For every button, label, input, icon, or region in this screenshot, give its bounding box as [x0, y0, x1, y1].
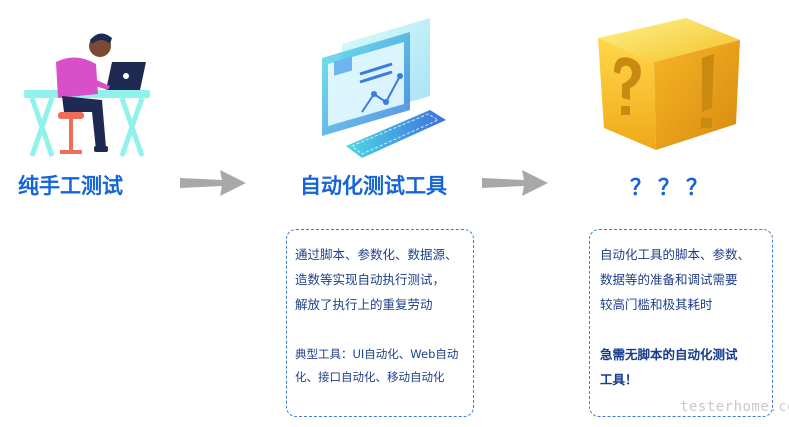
stage-title-unknown: ？？？: [630, 176, 715, 201]
automation-tool-illustration: [322, 18, 446, 158]
description-line: 较高门槛和极其耗时: [600, 297, 713, 312]
typical-tools-line: 化、接口自动化、移动自动化: [295, 370, 445, 384]
description-line: 自动化工具的脚本、参数、: [600, 247, 751, 262]
description-line: 数据等的准备和调试需要: [600, 272, 738, 287]
manual-testing-illustration: [24, 33, 150, 157]
description-line: 造数等实现自动执行测试，: [295, 272, 446, 287]
automation-tool-description-box: 通过脚本、参数化、数据源、 造数等实现自动执行测试， 解放了执行上的重复劳动 典…: [286, 229, 474, 417]
arrow-icon: [482, 170, 548, 196]
description-line: 通过脚本、参数化、数据源、: [295, 247, 458, 262]
description-line: 解放了执行上的重复劳动: [295, 297, 433, 312]
problem-description-box: 自动化工具的脚本、参数、 数据等的准备和调试需要 较高门槛和极其耗时 急需无脚本…: [589, 229, 773, 417]
arrow-icon: [180, 170, 246, 196]
stage-title-automation-tool: 自动化测试工具: [300, 174, 447, 198]
typical-tools-line: 典型工具：UI自动化、Web自动: [295, 347, 459, 361]
question-box-illustration: [598, 18, 740, 150]
emphasis-line: 急需无脚本的自动化测试: [600, 347, 738, 362]
stage-title-manual: 纯手工测试: [18, 174, 123, 198]
watermark: testerhome.com: [680, 399, 789, 415]
emphasis-line: 工具！: [600, 372, 638, 387]
